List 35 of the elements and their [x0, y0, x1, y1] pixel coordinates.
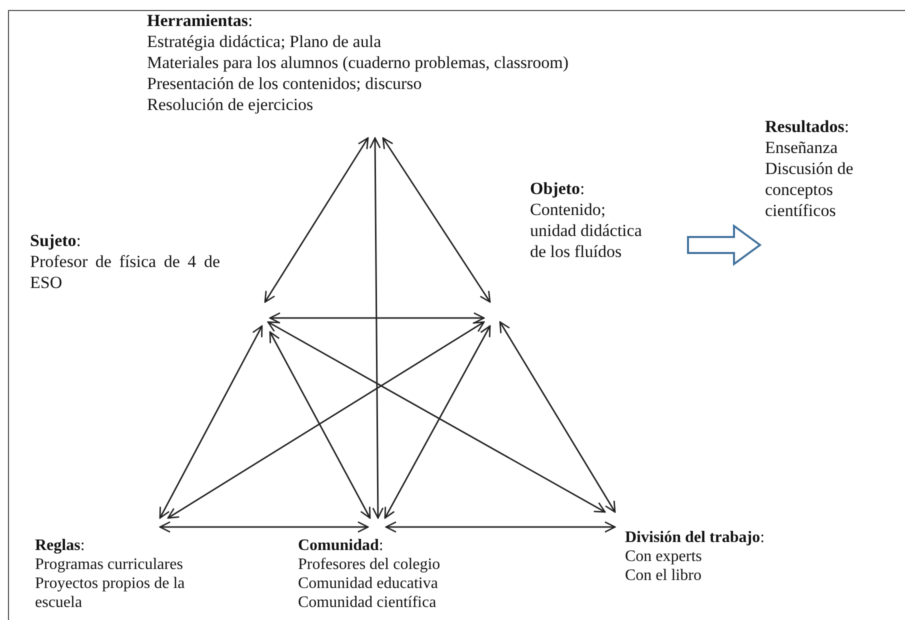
heading: Reglas:: [35, 536, 85, 555]
item-text: Proyectos propios de la escuela: [35, 574, 186, 612]
double-arrow: [382, 137, 491, 303]
heading: División del trabajo:: [625, 528, 765, 547]
heading: Objeto:: [530, 178, 585, 199]
double-arrow: [159, 325, 263, 519]
item-text: Profesor de física de 4 de ESO: [30, 251, 220, 293]
double-arrow: [167, 321, 485, 519]
item-text: Resolución de ejercicios: [147, 94, 314, 115]
double-arrow: [499, 321, 616, 513]
item-text: Profesores del colegio: [298, 555, 440, 574]
item-text: Comunidad científica: [298, 593, 436, 612]
double-arrow: [269, 312, 485, 324]
item-text: Enseñanza: [765, 137, 839, 158]
double-arrow: [369, 137, 384, 519]
item-text: Contenido; unidad didáctica de los fluídos: [530, 199, 643, 262]
item-text: Con experts: [625, 547, 702, 566]
item-text: Estratégia didáctica; Plano de aula: [147, 31, 382, 52]
heading: Herramientas:: [147, 10, 253, 31]
double-arrow: [384, 325, 491, 519]
item-text: Materiales para los alumnos (cuaderno problemas, classroom): [147, 52, 569, 73]
item-text: Comunidad educativa: [298, 574, 438, 593]
heading: Comunidad:: [298, 536, 384, 555]
item-text: Discusión de conceptos científicos: [765, 158, 854, 221]
heading: Sujeto:: [30, 230, 82, 251]
item-text: Con el libro: [625, 566, 702, 585]
block-arrow: [687, 224, 762, 266]
double-arrow: [269, 331, 371, 519]
item-text: Programas curriculares: [35, 555, 184, 574]
item-text: Presentación de los contenidos; discurso: [147, 73, 422, 94]
double-arrow: [385, 521, 616, 533]
heading: Resultados:: [765, 116, 850, 137]
double-arrow: [267, 321, 606, 513]
double-arrow: [159, 521, 369, 533]
double-arrow: [264, 137, 369, 303]
